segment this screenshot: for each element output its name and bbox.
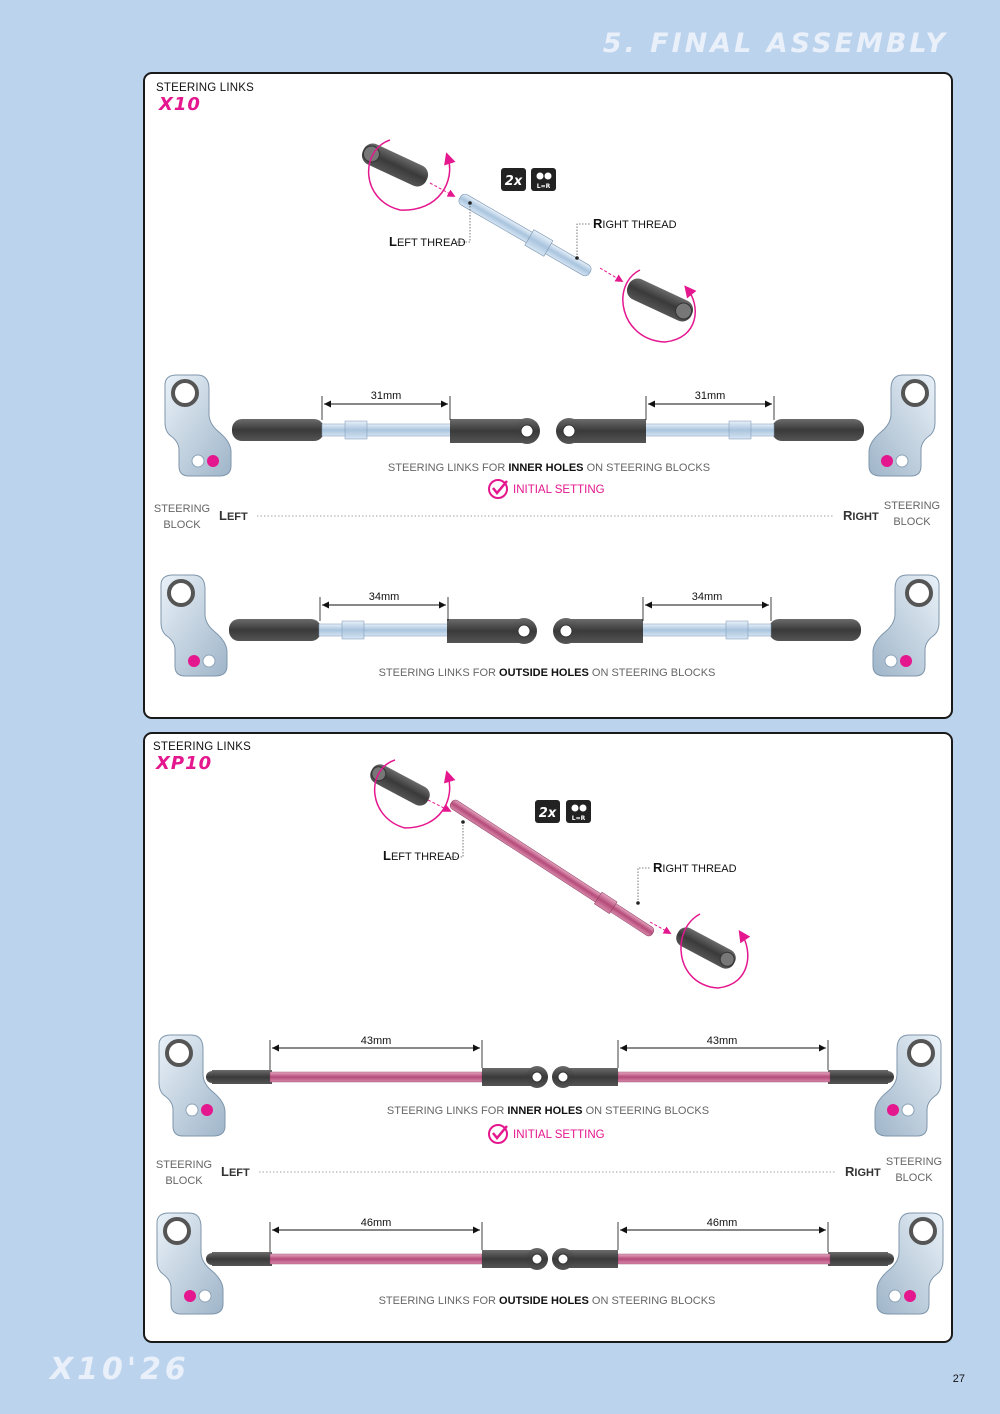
right-thread-label: IGHT THREAD — [662, 863, 736, 875]
x10-exploded-view: 2x L=R LEFT THREAD RIGHT THREAD — [361, 139, 697, 343]
x10-inner-row: 31mm 31mm STEERING LINKS FOR INNER HOLES… — [154, 374, 940, 531]
left-thread-label: EFT THREAD — [397, 237, 466, 249]
svg-text:RIGHT THREAD: RIGHT THREAD — [593, 216, 677, 231]
caption-post: ON STEERING BLOCKS — [583, 1105, 710, 1117]
caption-pre: STEERING LINKS FOR — [388, 462, 508, 474]
steering-block-label: STEERING — [156, 1159, 212, 1171]
link-left — [206, 1066, 548, 1088]
length-label-right: 43mm — [707, 1035, 738, 1047]
rotate-arrow-icon — [622, 269, 697, 343]
caption-bold: OUTSIDE HOLES — [499, 1295, 589, 1307]
panel-label: STEERING LINKS — [153, 741, 252, 753]
xp10-diagram: 2x L=R LEFT THREAD RIGHT THREAD — [156, 759, 944, 1315]
left-label: EFT — [229, 1167, 250, 1179]
steering-block-label: STEERING — [884, 500, 940, 512]
length-label-left: 31mm — [371, 390, 402, 402]
caption-bold: OUTSIDE HOLES — [499, 667, 589, 679]
rod-xp10 — [449, 799, 655, 937]
svg-text:STEERING LINKS FOR OUTSIDE HOL: STEERING LINKS FOR OUTSIDE HOLES ON STEE… — [379, 667, 716, 679]
qty-text: 2x — [539, 806, 557, 821]
svg-text:RIGHT: RIGHT — [845, 1164, 881, 1179]
model-tag: XP10 — [156, 753, 213, 774]
caption-pre: STEERING LINKS FOR — [387, 1105, 507, 1117]
left-label: EFT — [227, 511, 248, 523]
left-thread-letter: L — [383, 848, 391, 863]
initial-setting: INITIAL SETTING — [513, 1129, 605, 1141]
svg-text:RIGHT: RIGHT — [843, 508, 879, 523]
ball-cup-bottom — [626, 278, 694, 322]
panel-label: STEERING LINKS — [156, 82, 255, 94]
length-label-left: 43mm — [361, 1035, 392, 1047]
section-title: 5. FINAL ASSEMBLY — [602, 28, 948, 59]
caption-post: ON STEERING BLOCKS — [589, 1295, 716, 1307]
caption-bold: INNER HOLES — [508, 462, 583, 474]
page-number: 27 — [952, 1373, 965, 1385]
rotate-arrow-icon — [373, 759, 456, 829]
caption-post: ON STEERING BLOCKS — [584, 462, 711, 474]
svg-text:LEFT: LEFT — [219, 508, 248, 523]
insert-arrow-icon — [429, 182, 456, 197]
length-label-right: 34mm — [692, 591, 723, 603]
svg-text:STEERING LINKS FOR INNER HOLES: STEERING LINKS FOR INNER HOLES ON STEERI… — [388, 462, 710, 474]
length-label-right: 46mm — [707, 1217, 738, 1229]
lr-text: L=R — [537, 183, 551, 190]
link-right — [556, 418, 864, 444]
qty-badge — [535, 800, 560, 823]
caption-post: ON STEERING BLOCKS — [589, 667, 716, 679]
svg-text:LEFT: LEFT — [221, 1164, 250, 1179]
left-letter: L — [221, 1164, 229, 1179]
right-thread-label: IGHT THREAD — [602, 219, 676, 231]
link-right — [552, 1066, 894, 1088]
rotate-arrow-icon — [368, 139, 456, 211]
length-label-left: 46mm — [361, 1217, 392, 1229]
caption-bold: INNER HOLES — [507, 1105, 582, 1117]
length-label-left: 34mm — [369, 591, 400, 603]
rod-x10 — [458, 193, 592, 277]
xp10-outer-row: 46mm 46mm STEERING LINKS FOR OUTSIDE HOL… — [156, 1212, 944, 1315]
caption-pre: STEERING LINKS FOR — [379, 667, 499, 679]
steering-block-label: STEERING — [886, 1156, 942, 1168]
steering-block-label: BLOCK — [895, 1172, 933, 1184]
rotate-arrow-icon — [680, 913, 751, 989]
steering-block-label: BLOCK — [165, 1175, 203, 1187]
right-thread-letter: R — [653, 860, 663, 875]
length-label-right: 31mm — [695, 390, 726, 402]
x10-diagram: 2x L=R LEFT THREAD RIGHT THREAD — [154, 139, 940, 679]
steering-block-label: BLOCK — [893, 516, 931, 528]
lr-text: L=R — [572, 815, 586, 822]
link-left — [232, 418, 540, 444]
qty-badge — [501, 168, 526, 191]
qty-text: 2x — [505, 174, 523, 189]
svg-text:LEFT THREAD: LEFT THREAD — [383, 848, 460, 863]
left-letter: L — [219, 508, 227, 523]
initial-setting: INITIAL SETTING — [513, 484, 605, 496]
left-thread-letter: L — [389, 234, 397, 249]
xp10-panel: STEERING LINKS XP10 — [143, 732, 953, 1343]
right-letter: R — [845, 1164, 855, 1179]
steering-block-left — [164, 374, 232, 477]
right-label: IGHT — [852, 511, 879, 523]
footer-logo: X10'26 — [50, 1352, 190, 1387]
x10-outer-row: 34mm 34mm STEERING LINKS FOR OUTSIDE HOL… — [160, 574, 940, 679]
xp10-inner-row: 43mm 43mm STEERING LINKS FOR INNER HOLES… — [156, 1034, 942, 1187]
steering-block-label: BLOCK — [163, 519, 201, 531]
model-tag: X10 — [159, 94, 201, 115]
right-label: IGHT — [854, 1167, 881, 1179]
svg-text:STEERING LINKS FOR INNER HOLES: STEERING LINKS FOR INNER HOLES ON STEERI… — [387, 1105, 709, 1117]
svg-text:LEFT THREAD: LEFT THREAD — [389, 234, 466, 249]
right-letter: R — [843, 508, 853, 523]
xp10-exploded-view: 2x L=R LEFT THREAD RIGHT THREAD — [370, 759, 751, 989]
caption-pre: STEERING LINKS FOR — [379, 1295, 499, 1307]
svg-text:RIGHT THREAD: RIGHT THREAD — [653, 860, 737, 875]
right-thread-letter: R — [593, 216, 603, 231]
steering-block-right — [868, 374, 936, 477]
left-thread-label: EFT THREAD — [391, 851, 460, 863]
svg-text:STEERING LINKS FOR OUTSIDE HOL: STEERING LINKS FOR OUTSIDE HOLES ON STEE… — [379, 1295, 716, 1307]
check-icon — [488, 479, 508, 499]
steering-block-label: STEERING — [154, 503, 210, 515]
ball-cup-bottom — [676, 927, 736, 969]
check-icon — [488, 1124, 508, 1144]
